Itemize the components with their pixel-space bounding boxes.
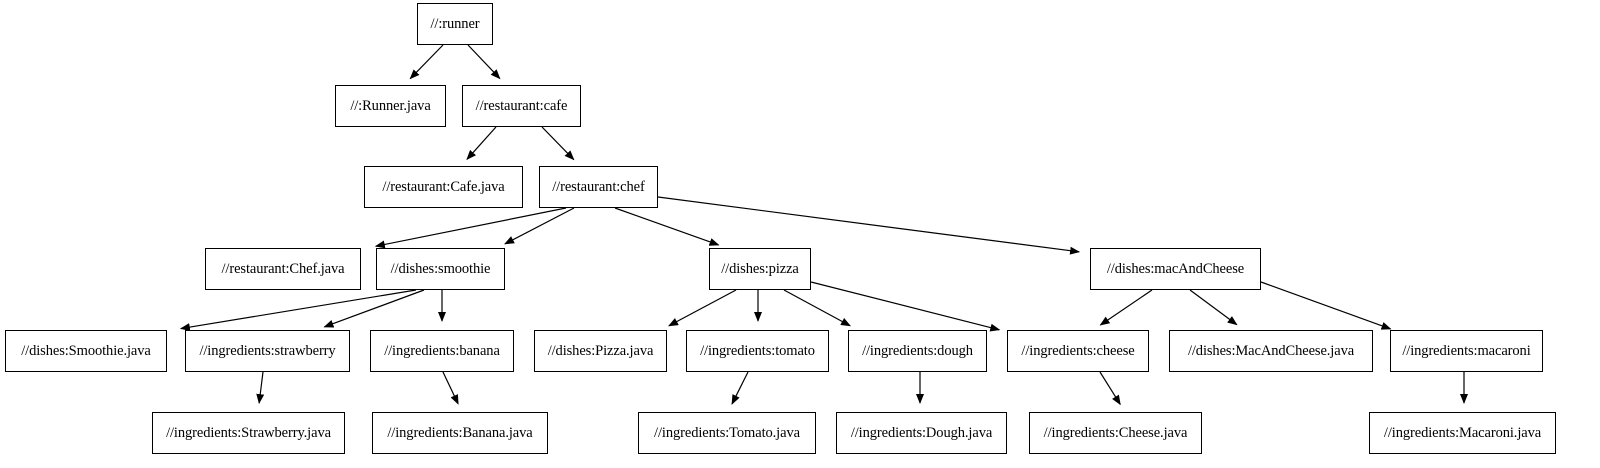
node-label: //:Runner.java <box>350 97 431 114</box>
graph-node-strawberry_java[interactable]: //ingredients:Strawberry.java <box>152 412 345 454</box>
node-label: //ingredients:dough <box>862 342 973 359</box>
graph-node-ing_banana[interactable]: //ingredients:banana <box>370 330 514 372</box>
node-label: //ingredients:Cheese.java <box>1043 424 1188 441</box>
graph-node-dough_java[interactable]: //ingredients:Dough.java <box>836 412 1007 454</box>
node-label: //restaurant:Chef.java <box>221 260 345 277</box>
node-label: //ingredients:macaroni <box>1402 342 1531 359</box>
node-label: //restaurant:Cafe.java <box>382 178 505 195</box>
graph-node-ing_strawberry[interactable]: //ingredients:strawberry <box>185 330 350 372</box>
node-label: //ingredients:cheese <box>1021 342 1135 359</box>
graph-node-tomato_java[interactable]: //ingredients:Tomato.java <box>638 412 816 454</box>
node-label: //ingredients:Banana.java <box>387 424 533 441</box>
node-label: //restaurant:chef <box>552 178 645 195</box>
graph-node-chef_java[interactable]: //restaurant:Chef.java <box>205 248 361 290</box>
graph-node-runner_java[interactable]: //:Runner.java <box>335 85 446 127</box>
graph-node-dishes_smoothie[interactable]: //dishes:smoothie <box>376 248 505 290</box>
graph-node-ing_cheese[interactable]: //ingredients:cheese <box>1007 330 1149 372</box>
graph-node-restaurant_cafe[interactable]: //restaurant:cafe <box>462 85 581 127</box>
node-label: //ingredients:strawberry <box>199 342 336 359</box>
node-label: //ingredients:banana <box>384 342 500 359</box>
graph-node-dishes_pizza[interactable]: //dishes:pizza <box>709 248 811 290</box>
node-label: //:runner <box>430 15 480 32</box>
node-label: //ingredients:Strawberry.java <box>166 424 331 441</box>
graph-node-banana_java[interactable]: //ingredients:Banana.java <box>372 412 548 454</box>
graph-node-macaroni_java[interactable]: //ingredients:Macaroni.java <box>1369 412 1556 454</box>
graph-node-ing_dough[interactable]: //ingredients:dough <box>848 330 987 372</box>
node-label: //ingredients:Tomato.java <box>654 424 800 441</box>
node-label: //dishes:Pizza.java <box>547 342 654 359</box>
graph-node-restaurant_chef[interactable]: //restaurant:chef <box>539 166 658 208</box>
graph-node-macandcheese_java[interactable]: //dishes:MacAndCheese.java <box>1169 330 1373 372</box>
node-label: //dishes:pizza <box>721 260 799 277</box>
node-label: //dishes:macAndCheese <box>1106 260 1245 277</box>
graph-node-dishes_macandcheese[interactable]: //dishes:macAndCheese <box>1090 248 1261 290</box>
graph-node-pizza_java[interactable]: //dishes:Pizza.java <box>534 330 667 372</box>
node-label: //dishes:MacAndCheese.java <box>1187 342 1355 359</box>
graph-node-runner[interactable]: //:runner <box>417 3 493 45</box>
node-label: //ingredients:Macaroni.java <box>1383 424 1542 441</box>
node-label: //ingredients:Dough.java <box>850 424 993 441</box>
graph-node-smoothie_java[interactable]: //dishes:Smoothie.java <box>5 330 167 372</box>
node-label: //ingredients:tomato <box>700 342 815 359</box>
node-label: //dishes:smoothie <box>390 260 491 277</box>
node-label: //restaurant:cafe <box>475 97 568 114</box>
graph-node-ing_macaroni[interactable]: //ingredients:macaroni <box>1390 330 1543 372</box>
graph-node-cafe_java[interactable]: //restaurant:Cafe.java <box>364 166 523 208</box>
graph-node-ing_tomato[interactable]: //ingredients:tomato <box>686 330 829 372</box>
graph-node-cheese_java[interactable]: //ingredients:Cheese.java <box>1029 412 1202 454</box>
node-label: //dishes:Smoothie.java <box>21 342 151 359</box>
